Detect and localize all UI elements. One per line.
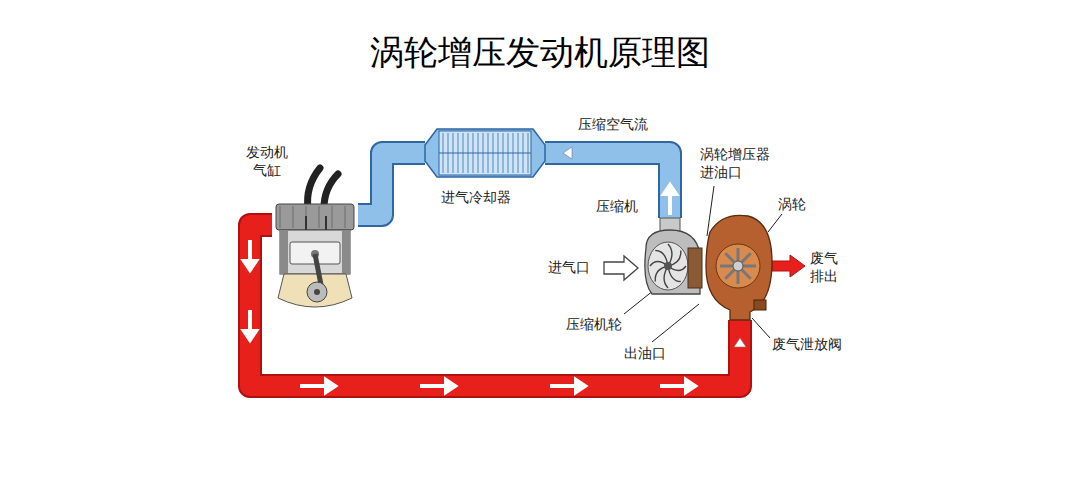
part-label: 发动机 气缸 [244,144,290,179]
part-label: 进气口 [548,259,590,277]
intercooler: 进气冷却器 [425,127,545,179]
turbine-shape [702,212,772,320]
arrowhead [563,147,572,159]
engine-cylinder-shape [272,186,358,308]
flow-arrow [244,240,256,270]
intercooler-shape [425,127,545,179]
flow-arrow [420,380,455,392]
pipe-connector [358,153,425,215]
flow-arrow [244,310,256,340]
exhaust-arrow [772,255,805,277]
part-label: 出油口 [624,345,666,363]
pipe-connector [545,147,670,218]
part-label: 压缩机轮 [566,316,622,334]
leader-line [624,290,654,314]
pipe-connector [250,225,746,386]
flow-arrow [550,380,585,392]
part-label: 涡轮增压器 进油口 [700,146,774,181]
flow-arrow [664,185,676,215]
flow-arrow [300,380,335,392]
flow-arrows [244,185,695,392]
turbine: 涡轮 [702,212,772,320]
leader-lines [624,186,782,342]
arrowhead [734,338,746,347]
part-label: 废气泄放阀 [772,336,842,354]
leader-line [752,318,770,338]
flow-arrow [660,380,695,392]
diagram-title: 涡轮增压发动机原理图 [0,30,1080,76]
compressor: 压缩机 [638,218,702,298]
leader-line [652,304,699,342]
part-label: 废气 排出 [810,250,842,285]
part-label: 压缩机 [596,198,638,216]
part-label: 涡轮 [778,196,806,214]
flow-label: 压缩空气流 [578,116,648,134]
intake-arrow [604,256,638,280]
engine-cylinder: 发动机 气缸 [272,186,358,308]
leader-line [768,214,782,232]
compressor-shape [638,218,702,298]
part-label: 进气冷却器 [441,189,511,207]
